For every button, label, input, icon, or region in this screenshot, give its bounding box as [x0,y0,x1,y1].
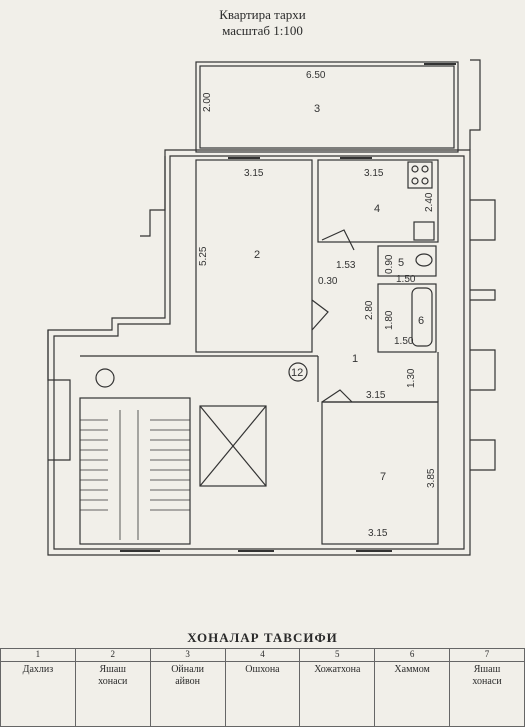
dim-balcony-depth: 2.00 [202,92,213,112]
chute-circle [95,368,115,388]
dimension-labels: 6.50 2.00 3.15 3.15 5.25 2.40 1.53 0.90 … [198,70,437,539]
cell-line: Хожатхона [314,664,361,675]
cell-line: хонаси [472,676,502,687]
room-number-7: 7 [380,471,386,483]
dim-room4-width: 3.15 [364,168,384,179]
dim-bath-width: 1.50 [394,336,414,347]
dim-room4-depth: 2.40 [424,192,435,212]
col-number: 5 [299,648,376,662]
dim-room7-top: 3.15 [366,390,386,401]
col-number: 7 [449,648,525,662]
room-number-1: 1 [352,353,358,365]
col-number: 4 [224,648,301,662]
elevator-shaft [199,405,267,487]
room-2-outline [195,159,313,353]
cell-line: Яшаш [473,664,501,675]
label-12-circle [288,362,308,382]
room-6-outline [377,283,437,353]
dim-wc-width: 1.50 [396,274,416,285]
table-cell: Хожатхона [299,661,376,727]
cell-line: Яшаш [99,664,127,675]
cell-line: айвон [175,676,200,687]
room-numbers: 1 2 3 4 5 6 7 12 [254,103,424,483]
room-number-12: 12 [291,367,303,379]
cell-line: Ошхона [245,664,280,675]
dim-room7-depth: 3.85 [426,468,437,488]
dim-hall-depth: 2.80 [364,300,375,320]
cell-line: Ойнали [171,664,204,675]
col-number: 1 [0,648,76,662]
col-number: 2 [74,648,151,662]
table-cell: Ошхона [224,661,301,727]
dim-hall-1: 1.53 [336,260,356,271]
room-number-5: 5 [398,257,404,269]
dim-room2-depth: 5.25 [198,246,209,266]
cell-line: Дахлиз [22,664,54,675]
col-number: 3 [149,648,226,662]
dim-wc-height: 0.90 [384,254,395,274]
room-5-outline [377,245,437,277]
plan-title: Квартира тархи [219,7,306,22]
room-4-outline [317,159,439,243]
plan-scale: масштаб 1:100 [222,23,303,38]
balcony-outline [195,61,459,153]
dim-balcony-width: 6.50 [306,70,326,81]
floor-plan: 6.50 2.00 3.15 3.15 5.25 2.40 1.53 0.90 … [47,59,496,556]
table-header-row: 1 2 3 4 5 6 7 [0,648,525,662]
dim-room2-width: 3.15 [244,168,264,179]
table-cell: Дахлиз [0,661,76,727]
room-number-6: 6 [418,315,424,327]
dim-corridor: 1.30 [406,368,417,388]
room-number-4: 4 [374,203,380,215]
col-number: 6 [374,648,451,662]
room-number-2: 2 [254,249,260,261]
room-number-3: 3 [314,103,320,115]
dim-bath-height: 1.80 [384,310,395,330]
table-cell: Хаммом [374,661,451,727]
rooms-table-title: ХОНАЛАР ТАВСИФИ [187,630,338,645]
cell-line: хонаси [98,676,128,687]
cell-line: Хаммом [394,664,430,675]
dim-room7-width: 3.15 [368,528,388,539]
dim-wall: 0.30 [318,276,338,287]
